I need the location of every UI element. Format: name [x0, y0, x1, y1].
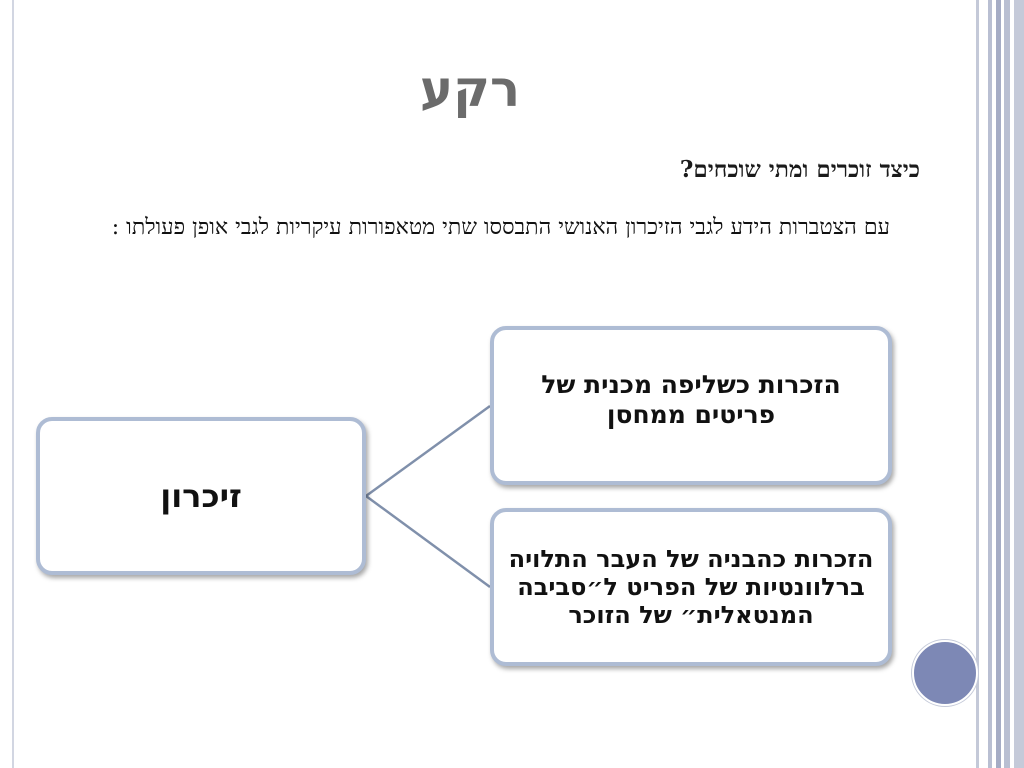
diagram-branch-label-2: הזכרות כהבניה של העבר התלויה ברלוונטיות …	[508, 545, 874, 629]
diagram-branch-node-1: הזכרות כשליפה מכנית של פריטים ממחסן	[490, 326, 892, 485]
connector-line-top	[365, 404, 491, 498]
slide-question: כיצד זוכרים ומתי שוכחים?	[679, 156, 920, 183]
connector-line-bottom	[365, 494, 491, 589]
decorative-circle	[912, 640, 978, 706]
left-border-line	[12, 0, 14, 768]
slide-paragraph: עם הצטברות הידע לגבי הזיכרון האנושי התבס…	[111, 215, 890, 240]
diagram-branch-node-2: הזכרות כהבניה של העבר התלויה ברלוונטיות …	[490, 508, 892, 666]
diagram-root-label: זיכרון	[160, 477, 242, 515]
stripe	[992, 0, 996, 768]
slide-title: רקע	[419, 60, 521, 118]
stripe	[979, 0, 988, 768]
diagram-branch-label-1: הזכרות כשליפה מכנית של פריטים ממחסן	[541, 370, 841, 429]
diagram-root-node: זיכרון	[36, 417, 366, 575]
decorative-stripes	[976, 0, 1024, 768]
stripe	[976, 0, 979, 768]
stripe	[988, 0, 992, 768]
stripe	[1010, 0, 1014, 768]
stripe	[1004, 0, 1010, 768]
stripe	[996, 0, 1001, 768]
stripe	[1001, 0, 1004, 768]
stripe	[1014, 0, 1024, 768]
